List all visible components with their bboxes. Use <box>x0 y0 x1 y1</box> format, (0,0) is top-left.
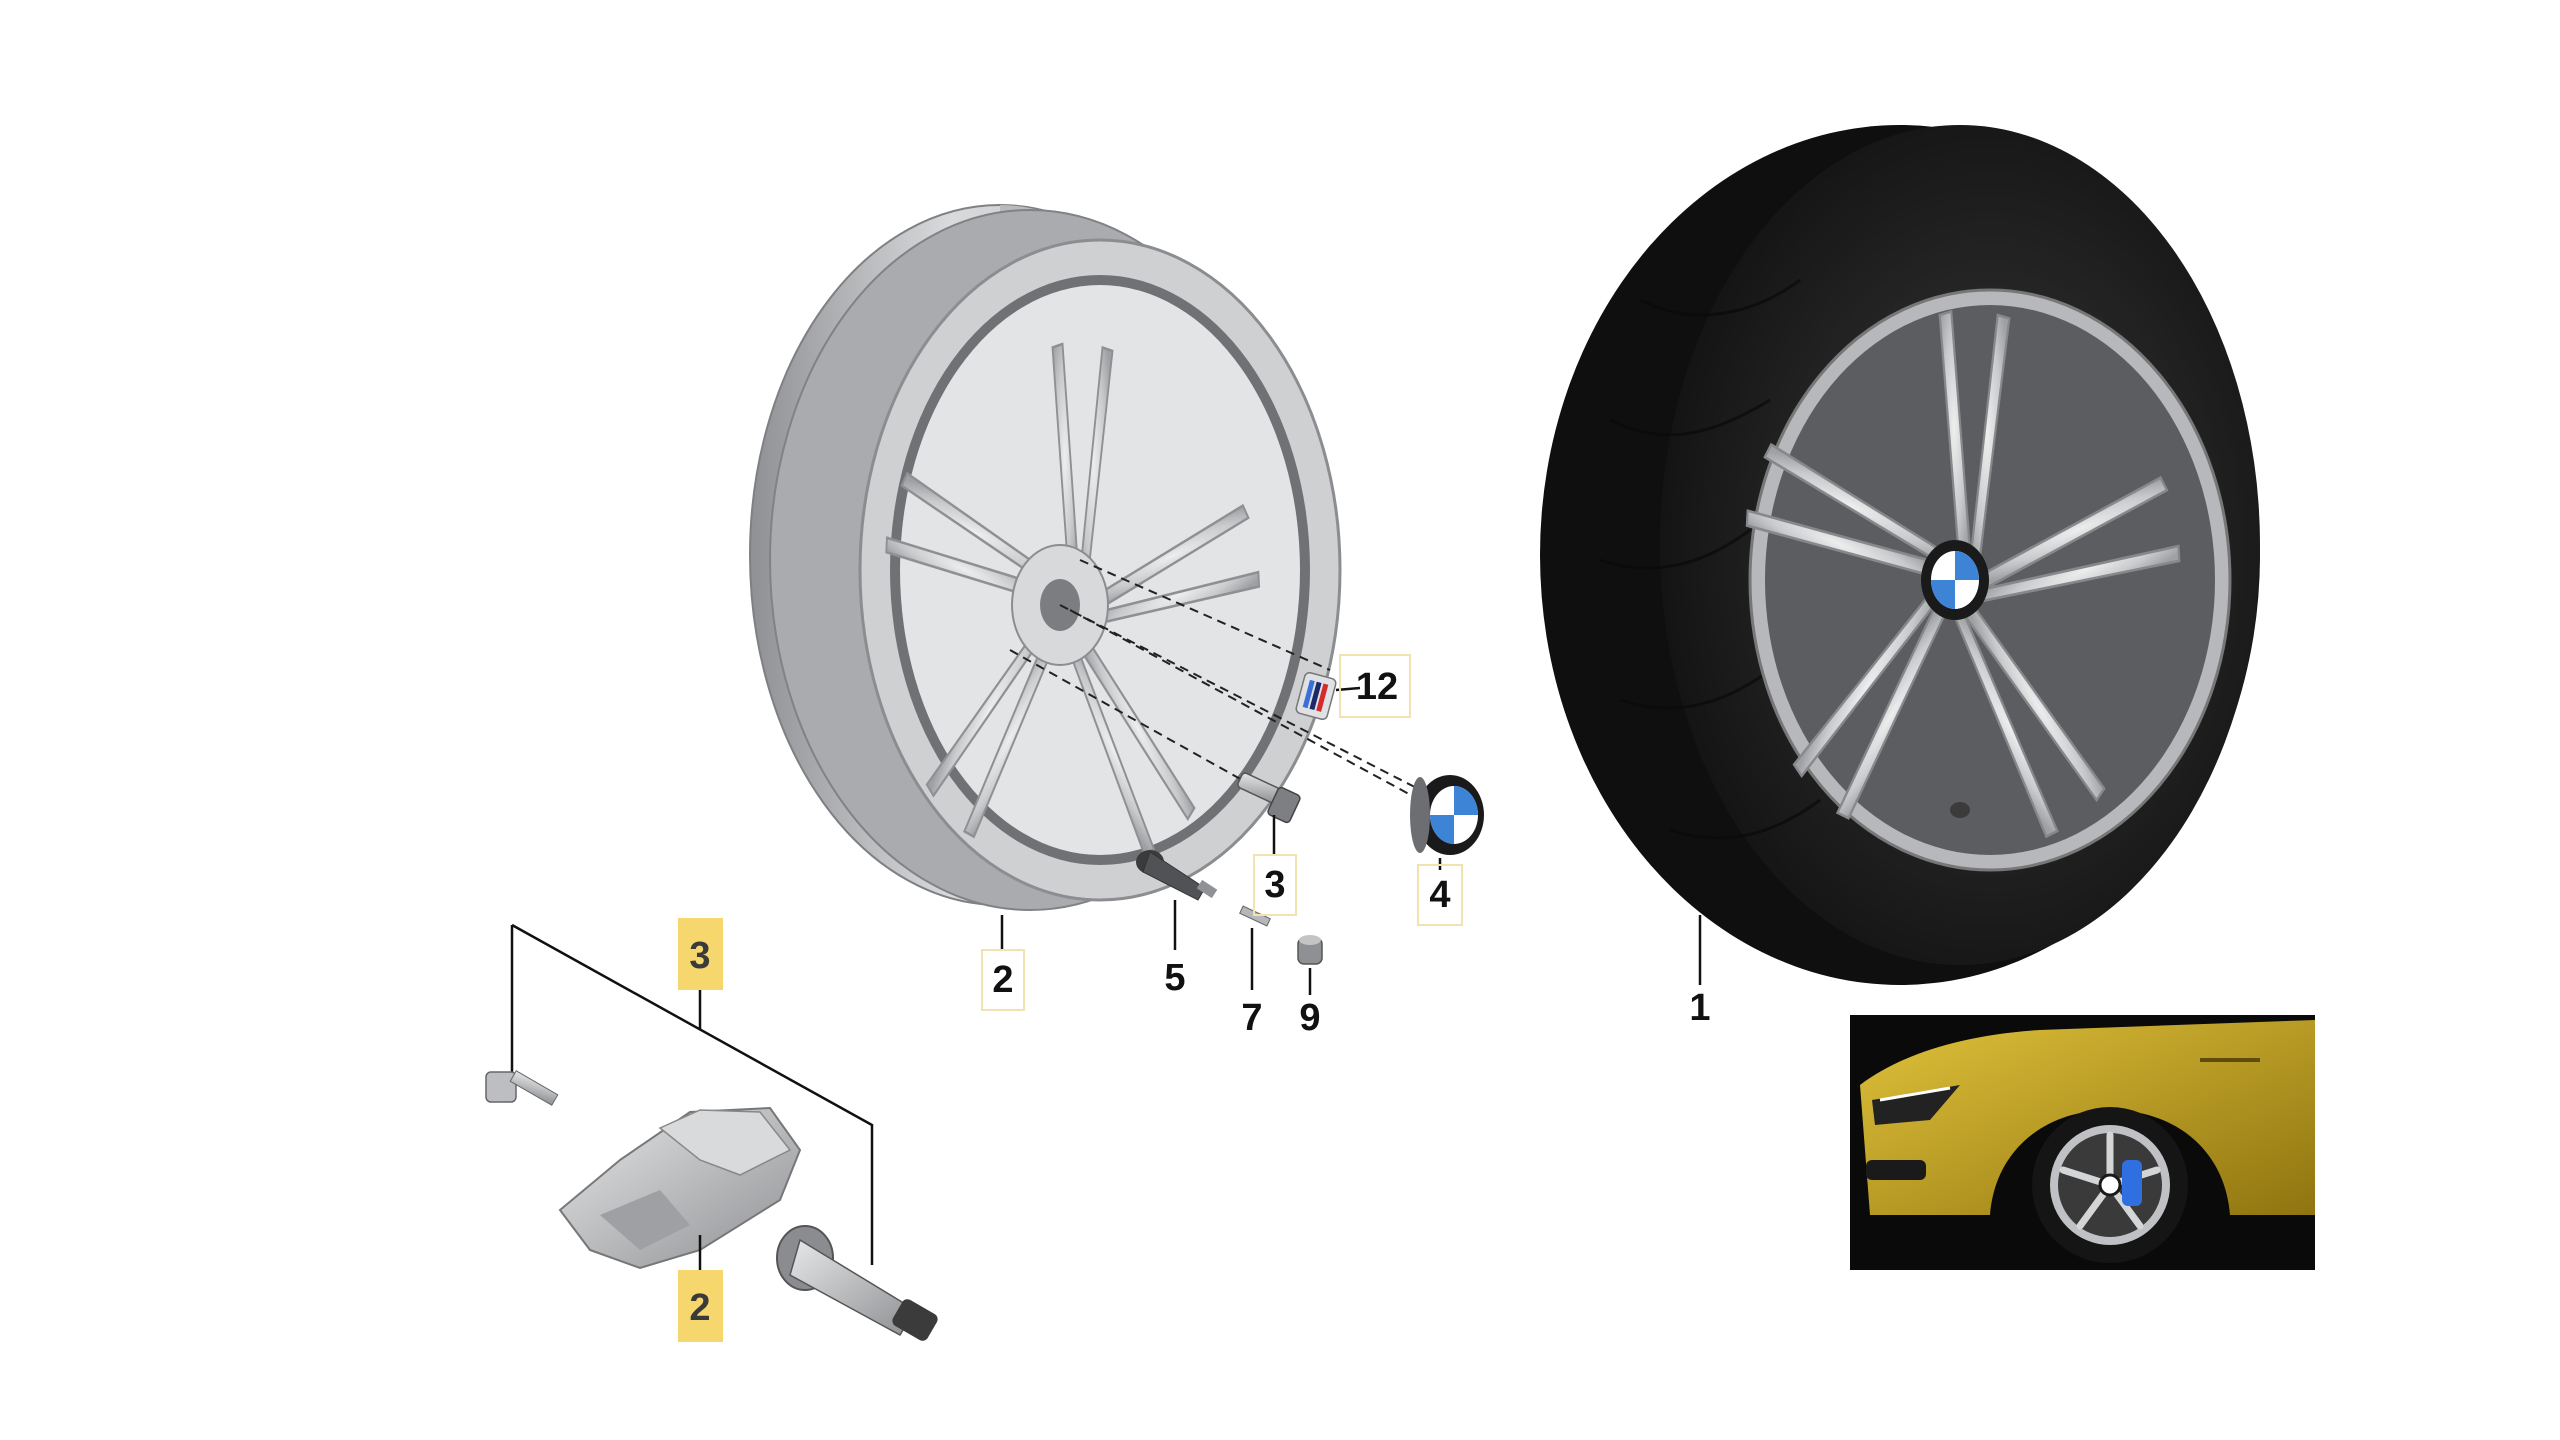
bmw-logo-icon <box>1410 775 1484 855</box>
svg-text:2: 2 <box>992 959 1013 1001</box>
callout-12: 12 <box>1339 654 1411 718</box>
assembly-lines <box>1009 559 1441 801</box>
bmw-logo-icon <box>1921 540 1989 620</box>
svg-text:3: 3 <box>689 935 710 977</box>
svg-text:2: 2 <box>689 1287 710 1329</box>
tpms-sensor-part <box>558 1106 802 1270</box>
tpms-sensor-group <box>485 923 938 1341</box>
complete-wheel-illustration <box>1540 125 2260 985</box>
tpms-screw-part <box>485 1070 559 1106</box>
callout-2-rim: 2 <box>981 949 1025 1011</box>
svg-text:3: 3 <box>1264 864 1285 906</box>
callout-2-tpms: 2 <box>678 1235 723 1342</box>
callout-1: 1 <box>1689 987 1710 1029</box>
m-badge-icon <box>1295 671 1337 721</box>
valve-part <box>1136 850 1218 901</box>
callout-4: 4 <box>1417 864 1463 926</box>
valve-cap-part <box>1297 935 1323 965</box>
svg-text:12: 12 <box>1356 666 1398 708</box>
car-photo-inset <box>1850 1015 2315 1270</box>
callout-5: 5 <box>1164 957 1185 999</box>
callout-7: 7 <box>1241 997 1262 1039</box>
svg-text:4: 4 <box>1429 874 1450 916</box>
svg-text:1: 1 <box>1689 987 1710 1029</box>
wheel-bolt-part <box>1237 772 1301 824</box>
callout-3-tpms: 3 <box>678 918 723 990</box>
rim-illustration <box>749 204 1342 911</box>
callout-3-bolt: 3 <box>1253 854 1297 916</box>
svg-text:5: 5 <box>1164 957 1185 999</box>
svg-text:7: 7 <box>1241 997 1262 1039</box>
callout-9: 9 <box>1299 997 1320 1039</box>
svg-text:9: 9 <box>1299 997 1320 1039</box>
callout-leaders <box>1000 686 1702 995</box>
tpms-valve-part <box>776 1225 938 1341</box>
